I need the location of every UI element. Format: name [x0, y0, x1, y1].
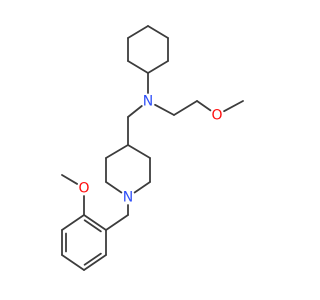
atom-label-background — [210, 108, 224, 122]
bond-piperidine-c2-piperidine-n — [133, 181, 151, 194]
atom-label-background — [141, 94, 155, 108]
bond-line — [83, 214, 107, 231]
bond-ethyl-c1-ethyl-c2 — [173, 100, 198, 116]
bond-benzene-c2-benzene-c3 — [61, 214, 85, 231]
bond-line — [105, 181, 123, 194]
bond-benzene-c5-benzene-c6 — [83, 252, 107, 271]
bond-line — [83, 254, 107, 271]
atom-amine-n: N — [141, 94, 155, 110]
bond-line — [61, 174, 79, 185]
atom-piperidine-n: N — [121, 190, 135, 206]
bond-ethyl-c2-ether-o — [196, 100, 212, 112]
bond-line — [105, 214, 129, 231]
bond-benzene-c3-benzene-c4 — [61, 229, 67, 256]
atom-symbol: N — [123, 190, 133, 206]
bond-piperidine-c5-piperidine-c4 — [105, 144, 129, 159]
bond-amine-n-bridge-ch2 — [127, 105, 143, 118]
bond-line — [147, 60, 169, 74]
bonds-layer — [61, 25, 244, 271]
atom-methoxy-o: O — [77, 181, 91, 197]
bond-line — [61, 214, 85, 231]
atom-label-background — [121, 190, 135, 204]
bond-line — [127, 25, 149, 39]
bond-line — [127, 105, 143, 118]
bond-piperidine-n-piperidine-c6 — [105, 181, 123, 194]
bond-benzene-c4-benzene-c5 — [61, 254, 85, 271]
atom-symbol: N — [143, 94, 153, 110]
bond-cyclohexyl-c3-cyclohexyl-c4 — [127, 25, 149, 39]
bond-cyclohexyl-c6-cyclohexyl-c1 — [147, 60, 169, 74]
bond-line — [127, 60, 149, 74]
chemical-structure-diagram: N O N O — [61, 25, 244, 271]
bond-line — [147, 25, 169, 39]
bond-benzene-c1-benzene-c2 — [83, 214, 107, 233]
bond-line-inner — [83, 219, 102, 233]
bond-line — [223, 100, 244, 113]
bond-line — [173, 100, 198, 116]
bond-piperidine-c4-piperidine-c3 — [127, 144, 151, 159]
bond-line — [133, 181, 151, 194]
bond-ether-o-methyl-c — [223, 100, 244, 113]
bond-methoxy-o-methoxy-c — [61, 174, 79, 185]
bond-cyclohexyl-c1-cyclohexyl-c2 — [127, 60, 149, 74]
bond-line — [105, 144, 129, 159]
bond-line — [196, 100, 212, 112]
bond-benzyl-ch2-benzene-c1 — [105, 214, 129, 231]
bond-line-inner — [83, 252, 102, 266]
bond-cyclohexyl-c4-cyclohexyl-c5 — [147, 25, 169, 39]
atom-label-background — [77, 181, 91, 195]
bond-amine-n-ethyl-c1 — [154, 103, 175, 116]
bond-line — [127, 144, 151, 159]
atom-ether-o: O — [210, 108, 224, 124]
atom-symbol: O — [78, 181, 89, 197]
bond-line — [61, 254, 85, 271]
atoms-layer: N O N O — [77, 94, 224, 206]
atom-symbol: O — [211, 108, 222, 124]
bond-line — [154, 103, 175, 116]
